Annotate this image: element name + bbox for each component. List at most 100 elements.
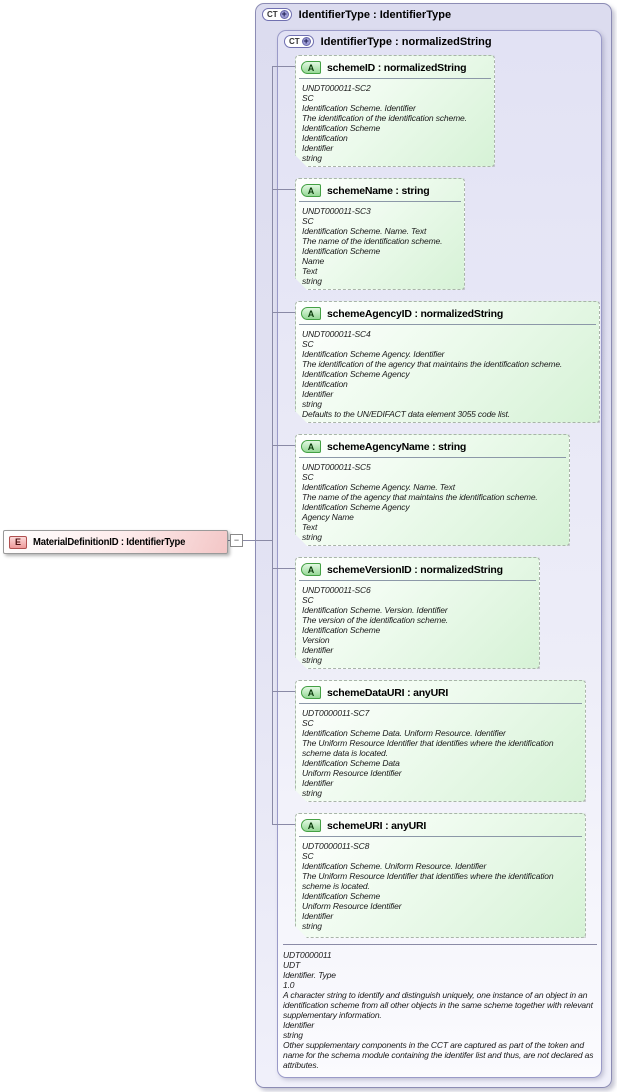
- doc-line: SC: [302, 472, 314, 482]
- ct-badge-label: CT: [289, 37, 300, 46]
- doc-line: The name of the agency that maintains th…: [302, 492, 538, 502]
- attribute-title: schemeName : string: [327, 184, 430, 197]
- doc-line: Identification Scheme: [302, 891, 381, 901]
- attribute-box-schemeAgencyName[interactable]: A schemeAgencyName : string UNDT000011-S…: [295, 434, 570, 546]
- doc-line: Identification Scheme Data: [302, 758, 400, 768]
- doc-line: The name of the identification scheme.: [302, 236, 443, 246]
- plus-icon: +: [279, 9, 289, 19]
- connector-tick: [272, 66, 295, 67]
- connector-entry-line: [243, 540, 272, 541]
- doc-line: Identifier: [302, 645, 334, 655]
- divider: [299, 78, 491, 79]
- attribute-header: A schemeAgencyName : string: [296, 435, 569, 456]
- connector-tick: [272, 189, 295, 190]
- doc-line: Identification Scheme. Identifier: [302, 103, 416, 113]
- doc-line: Identification Scheme: [302, 123, 381, 133]
- attribute-box-schemeVersionID[interactable]: A schemeVersionID : normalizedString UND…: [295, 557, 540, 669]
- attribute-box-schemeID[interactable]: A schemeID : normalizedString UNDT000011…: [295, 55, 495, 167]
- divider: [283, 944, 597, 945]
- complextype-icon: CT +: [284, 35, 314, 48]
- doc-line: Agency Name: [302, 512, 354, 522]
- doc-line: SC: [302, 93, 314, 103]
- plus-icon: +: [301, 36, 311, 46]
- doc-line: The version of the identification scheme…: [302, 615, 448, 625]
- ct-badge-label: CT: [267, 10, 278, 19]
- doc-line: Identification Scheme Agency: [302, 502, 410, 512]
- collapse-toggle[interactable]: −: [230, 534, 243, 547]
- doc-line: UDT0000011: [283, 950, 332, 960]
- complextype-header-inner[interactable]: CT + IdentifierType : normalizedString: [284, 33, 492, 50]
- attribute-title: schemeVersionID : normalizedString: [327, 563, 503, 576]
- doc-line: string: [302, 788, 322, 798]
- attribute-header: A schemeAgencyID : normalizedString: [296, 302, 599, 323]
- doc-line: Identification: [302, 379, 348, 389]
- doc-line: The Uniform Resource Identifier that ide…: [302, 871, 554, 891]
- element-title: MaterialDefinitionID : IdentifierType: [33, 536, 186, 548]
- doc-line: UDT: [283, 960, 301, 970]
- doc-line: string: [302, 153, 322, 163]
- doc-line: The identification of the agency that ma…: [302, 359, 563, 369]
- doc-line: SC: [302, 718, 314, 728]
- attribute-header: A schemeID : normalizedString: [296, 56, 494, 77]
- doc-line: string: [302, 655, 322, 665]
- attribute-icon: A: [301, 61, 321, 74]
- doc-line: Identifier: [302, 143, 334, 153]
- connector-element-line: [226, 540, 230, 541]
- doc-line: UNDT000011-SC6: [302, 585, 371, 595]
- doc-line: string: [302, 921, 322, 931]
- connector-tick: [272, 824, 295, 825]
- complextype-title-outer: IdentifierType : IdentifierType: [298, 8, 452, 21]
- attribute-title: schemeAgencyName : string: [327, 440, 467, 453]
- attribute-icon: A: [301, 819, 321, 832]
- doc-line: Identification Scheme. Name. Text: [302, 226, 427, 236]
- element-box-MaterialDefinitionID[interactable]: E MaterialDefinitionID : IdentifierType: [3, 530, 228, 554]
- attribute-box-schemeAgencyID[interactable]: A schemeAgencyID : normalizedString UNDT…: [295, 301, 600, 423]
- doc-line: Text: [302, 522, 318, 532]
- complextype-title-inner: IdentifierType : normalizedString: [320, 35, 492, 48]
- doc-line: Identifier: [283, 1020, 315, 1030]
- connector-tick: [272, 312, 295, 313]
- attribute-icon: A: [301, 307, 321, 320]
- divider: [299, 457, 566, 458]
- doc-line: Identification: [302, 133, 348, 143]
- divider: [299, 703, 582, 704]
- doc-line: Version: [302, 635, 330, 645]
- attribute-title: schemeURI : anyURI: [327, 819, 427, 832]
- attribute-header: A schemeURI : anyURI: [296, 814, 585, 835]
- doc-line: Identification Scheme: [302, 246, 381, 256]
- element-icon: E: [9, 535, 27, 549]
- doc-line: SC: [302, 851, 314, 861]
- doc-line: Identification Scheme. Uniform Resource.…: [302, 861, 487, 871]
- attribute-title: schemeDataURI : anyURI: [327, 686, 449, 699]
- attribute-icon: A: [301, 184, 321, 197]
- attribute-header: A schemeVersionID : normalizedString: [296, 558, 539, 579]
- doc-line: string: [302, 532, 322, 542]
- attribute-title: schemeAgencyID : normalizedString: [327, 307, 504, 320]
- doc-line: Identification Scheme. Version. Identifi…: [302, 605, 448, 615]
- complextype-header-outer[interactable]: CT + IdentifierType : IdentifierType: [262, 6, 451, 23]
- doc-line: Identification Scheme Agency. Identifier: [302, 349, 445, 359]
- doc-line: Identifier. Type: [283, 970, 336, 980]
- attribute-title: schemeID : normalizedString: [327, 61, 467, 74]
- divider: [299, 201, 461, 202]
- connector-tick: [272, 691, 295, 692]
- doc-line: Uniform Resource Identifier: [302, 901, 402, 911]
- doc-line: Name: [302, 256, 325, 266]
- doc-line: SC: [302, 216, 314, 226]
- doc-line: Identifier: [302, 911, 334, 921]
- doc-line: string: [283, 1030, 303, 1040]
- attribute-header: A schemeName : string: [296, 179, 464, 200]
- doc-line: The identification of the identification…: [302, 113, 467, 123]
- doc-line: string: [302, 399, 322, 409]
- doc-line: A character string to identify and disti…: [283, 990, 593, 1020]
- doc-line: Other supplementary components in the CC…: [283, 1040, 594, 1070]
